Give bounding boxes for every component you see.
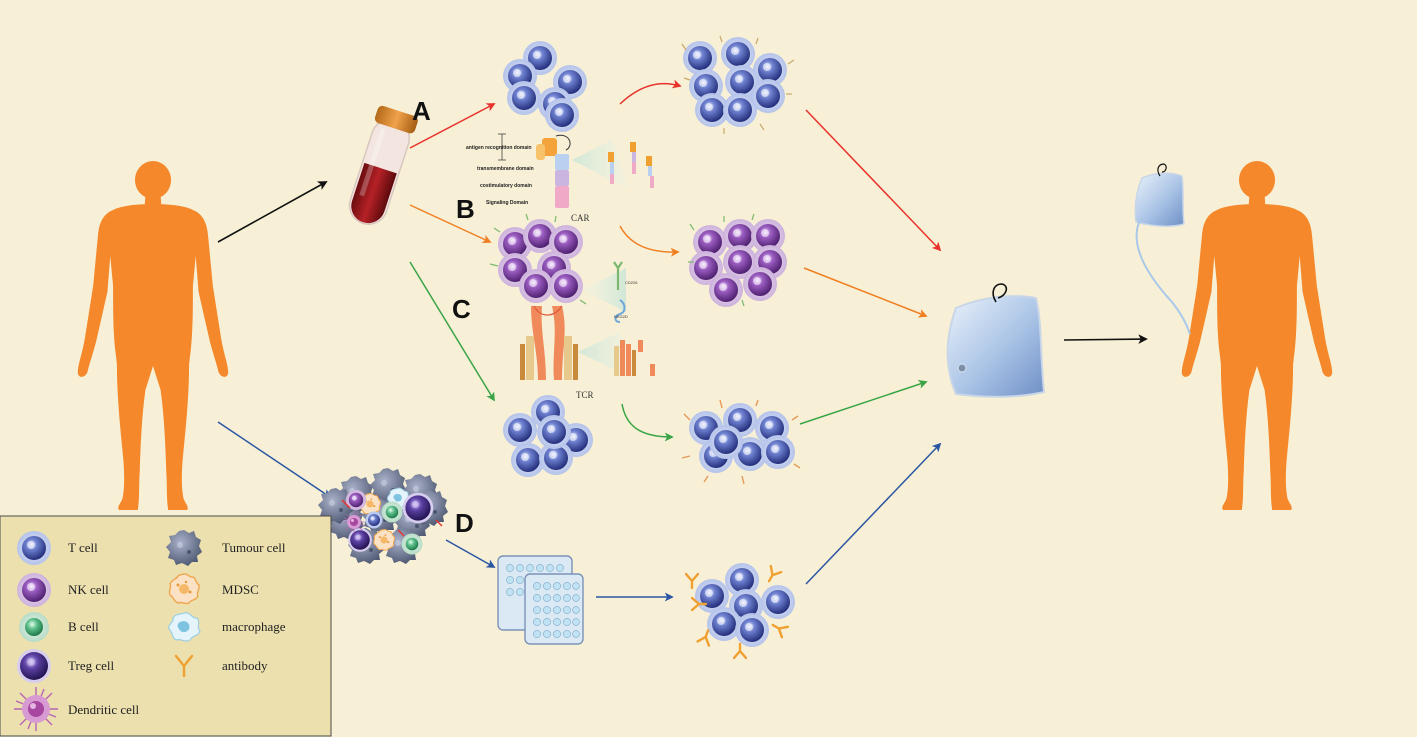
- label-b: B: [456, 194, 475, 224]
- cluster-c-tcells: [503, 395, 593, 477]
- curve-arrows: [596, 79, 682, 602]
- legend-label: MDSC: [222, 582, 259, 597]
- blood-tube: [348, 105, 418, 225]
- branch-arrows: [217, 103, 496, 568]
- legend-label: NK cell: [68, 582, 109, 597]
- cluster-b-nkcells: [489, 213, 587, 305]
- legend: T cell NK cell B cell Treg cell Dendriti…: [0, 515, 332, 737]
- arrow-bag-to-human: [1063, 334, 1148, 344]
- legend-box: [0, 515, 332, 737]
- cluster-c-engineered: [681, 399, 801, 485]
- convergence-arrows: [799, 109, 942, 585]
- car-domain-antigen: antigen recognition domain: [466, 145, 532, 151]
- legend-label: antibody: [222, 658, 268, 673]
- main-arrows: [217, 181, 1148, 344]
- legend-item-tumour-cell: Tumour cell: [166, 530, 286, 566]
- patient-human-right: [1181, 161, 1333, 510]
- legend-label: Dendritic cell: [68, 702, 139, 717]
- legend-item-macrophage: macrophage: [168, 612, 286, 642]
- arrow-b: [409, 204, 492, 244]
- cluster-b-engineered: [688, 213, 787, 307]
- arrow-d-tumour: [217, 421, 332, 499]
- legend-item-mdsc: MDSC: [168, 573, 259, 605]
- cd226-label: CD226: [625, 280, 638, 285]
- legend-item-antibody: antibody: [174, 654, 268, 678]
- label-c: C: [452, 294, 471, 324]
- arrow-d-plate: [445, 539, 496, 568]
- infusion-bag-center: [946, 283, 1046, 398]
- legend-label: T cell: [68, 540, 98, 555]
- patient-human-left: [77, 161, 229, 510]
- car-domain-signaling: Signaling Domain: [486, 200, 528, 206]
- legend-item-b-cell: B cell: [19, 612, 99, 642]
- legend-label: Tumour cell: [222, 540, 286, 555]
- legend-item-treg-cell: Treg cell: [17, 649, 114, 683]
- nk-receptor: CD226 NKG2D: [582, 261, 638, 323]
- label-a: A: [412, 96, 431, 126]
- cluster-d-expanded: [684, 563, 795, 660]
- arrow-c: [409, 261, 495, 402]
- tcr-label: TCR: [576, 390, 594, 400]
- cluster-a-tcells: [503, 41, 587, 132]
- car-construct: antigen recognition domain transmembrane…: [466, 133, 654, 223]
- legend-label: macrophage: [222, 619, 286, 634]
- car-domain-transmembrane: transmembrane domain: [477, 166, 534, 172]
- legend-label: Treg cell: [68, 658, 114, 673]
- tumour-mass: [318, 468, 448, 564]
- legend-item-t-cell: T cell: [17, 531, 98, 565]
- label-d: D: [455, 508, 474, 538]
- legend-item-dendritic-cell: Dendritic cell: [13, 686, 139, 732]
- infusion-bag-top: [1134, 163, 1191, 335]
- nkg2d-label: NKG2D: [614, 314, 628, 319]
- car-label: CAR: [571, 213, 590, 223]
- tcr-construct: TCR: [520, 305, 655, 400]
- culture-plates: [497, 555, 584, 645]
- arrow-human-to-blood: [217, 181, 328, 243]
- cluster-a-engineered: [681, 35, 795, 134]
- legend-label: B cell: [68, 619, 99, 634]
- arrow-a: [409, 103, 496, 149]
- legend-item-nk-cell: NK cell: [17, 573, 109, 607]
- car-domain-costim: costimulatory domain: [480, 183, 532, 189]
